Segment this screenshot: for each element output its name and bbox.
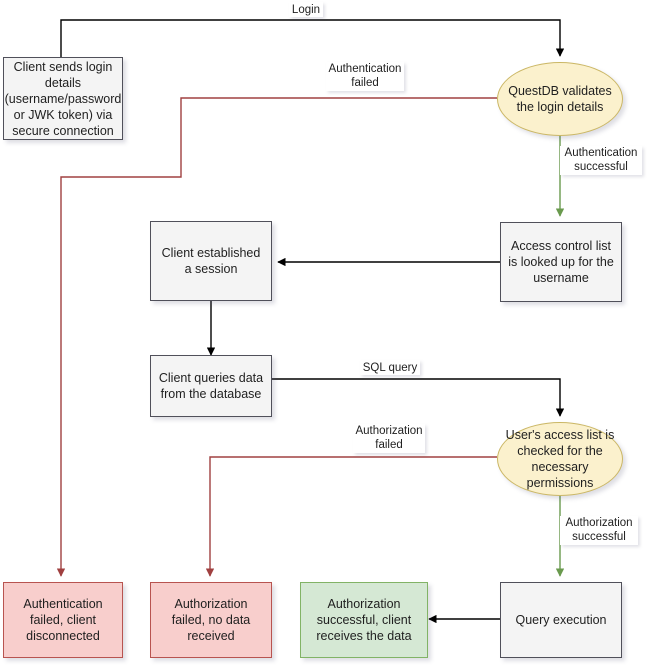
node-label: Query execution <box>515 613 607 627</box>
edge-label-line2: failed <box>375 439 403 451</box>
node-authentication-failed[interactable]: Authentication failed, client disconnect… <box>3 582 123 658</box>
node-authorization-successful[interactable]: Authorization successful, client receive… <box>300 582 428 658</box>
node-label: Access control list is looked up for the… <box>508 239 614 285</box>
edge-authentication-failed <box>56 97 497 577</box>
node-label: Client sends login details (username/pas… <box>4 59 122 138</box>
node-label: User's access list is checked for the ne… <box>505 428 615 490</box>
node-authorization-failed[interactable]: Authorization failed, no data received <box>150 582 272 658</box>
edge-label-line2: successful <box>572 531 626 543</box>
edge-label-login: Login <box>289 2 323 17</box>
node-label: Authorization successful, client receive… <box>316 597 412 643</box>
node-client-established-session[interactable]: Client established a session <box>150 221 272 301</box>
node-questdb-validates-login[interactable]: QuestDB validates the login details <box>497 62 623 136</box>
edge-label-authentication-failed: Authentication failed <box>326 62 404 91</box>
edge-label-line1: Authorization <box>355 425 423 437</box>
edge-label-authorization-successful: Authorization successful <box>560 516 638 545</box>
node-label: QuestDB validates the login details <box>508 84 612 114</box>
node-access-control-list-lookup[interactable]: Access control list is looked up for the… <box>500 222 622 302</box>
node-label: Authentication failed, client disconnect… <box>23 597 103 643</box>
edge-label-line2: failed <box>351 77 379 89</box>
edge-sql-query <box>272 378 565 417</box>
edge-label-line1: Authorization <box>565 517 633 529</box>
node-client-sends-login-details[interactable]: Client sends login details (username/pas… <box>3 57 123 140</box>
node-label: Authorization failed, no data received <box>171 597 251 643</box>
node-client-queries-data[interactable]: Client queries data from the database <box>150 355 272 417</box>
edge-label-line1: Authentication <box>564 147 638 159</box>
edge-label-sql-query: SQL query <box>360 360 420 375</box>
node-query-execution[interactable]: Query execution <box>500 582 622 658</box>
edge-label-text: SQL query <box>362 361 418 374</box>
edge-label-line2: successful <box>574 161 628 173</box>
edge-label-line1: Authentication <box>328 63 402 75</box>
edge-label-authentication-successful: Authentication successful <box>560 146 642 175</box>
node-label: Client queries data from the database <box>158 371 264 401</box>
edge-label-text: Login <box>291 3 321 16</box>
edge-authorization-failed <box>205 456 497 577</box>
edge-login <box>60 19 565 57</box>
node-label: Client established a session <box>161 246 261 276</box>
node-user-access-list-checked[interactable]: User's access list is checked for the ne… <box>497 422 623 496</box>
edge-label-authorization-failed: Authorization failed <box>353 424 425 453</box>
